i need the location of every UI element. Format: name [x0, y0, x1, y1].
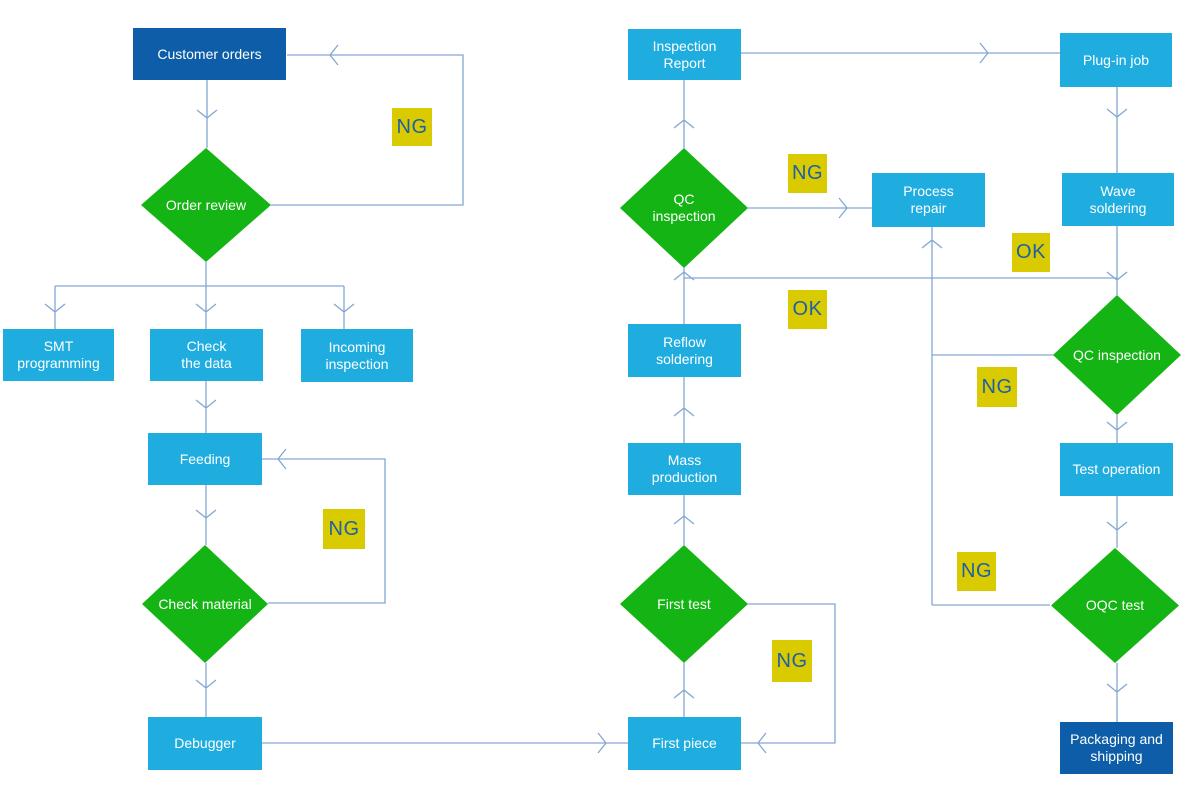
edge-mass-production-to-reflow-soldering — [673, 377, 695, 443]
edge-test-operation-to-oqc — [1106, 496, 1128, 548]
edge-customer-orders-to-order-review — [196, 80, 218, 148]
edge-qc-mid-to-inspection-report — [673, 80, 695, 148]
edge-label-ng-check-material: NG — [323, 509, 365, 549]
edge-order-review-ng-to-customer-orders — [271, 44, 464, 206]
edge-wave-soldering-to-qc-right — [1106, 226, 1128, 295]
edge-qc-mid-ng-to-process-repair — [748, 197, 872, 219]
edge-plug-in-job-to-wave-soldering — [1106, 87, 1128, 173]
edge-label-ng-qc-mid: NG — [788, 154, 827, 193]
node-check-the-data: Check the data — [150, 329, 263, 381]
edge-inspection-report-to-plug-in-job — [741, 42, 1060, 64]
edge-first-piece-to-first-test — [673, 663, 695, 717]
node-smt-programming: SMT programming — [3, 329, 114, 381]
edge-label-ng-order-review: NG — [392, 108, 432, 146]
edge-qc-right-to-test-operation — [1106, 415, 1128, 443]
edge-feeding-to-check-material — [195, 485, 217, 545]
node-packaging-shipping: Packaging and shipping — [1060, 722, 1173, 774]
node-feeding: Feeding — [148, 433, 262, 485]
node-wave-soldering: Wave soldering — [1062, 173, 1174, 226]
node-customer-orders: Customer orders — [133, 28, 286, 80]
node-first-piece: First piece — [628, 717, 741, 770]
edge-check-material-to-debugger — [195, 663, 217, 717]
edge-check-material-ng-to-feeding — [262, 448, 386, 604]
node-process-repair: Process repair — [872, 173, 985, 227]
node-reflow-soldering: Reflow soldering — [628, 324, 741, 377]
node-inspection-report: Inspection Report — [628, 29, 741, 80]
edge-label-ng-oqc: NG — [957, 552, 996, 591]
node-plug-in-job: Plug-in job — [1060, 33, 1172, 87]
node-test-operation: Test operation — [1060, 443, 1173, 496]
edge-debugger-to-first-piece — [262, 732, 628, 754]
edge-order-review-to-branches — [44, 262, 355, 329]
edge-label-ng-first-test: NG — [772, 640, 812, 682]
edge-repair-feed-line — [921, 227, 943, 605]
edge-label-ng-qc-right: NG — [977, 367, 1017, 407]
node-incoming-inspection: Incoming inspection — [301, 329, 413, 382]
edge-check-the-data-to-feeding — [195, 381, 217, 433]
edge-first-test-to-mass-production — [673, 495, 695, 545]
edge-oqc-to-packaging — [1106, 663, 1128, 722]
edge-reflow-soldering-to-qc-mid — [673, 268, 695, 324]
node-debugger: Debugger — [148, 717, 262, 770]
edge-first-test-ng-to-first-piece — [741, 603, 836, 754]
edge-label-ok-mid: OK — [788, 290, 827, 329]
node-mass-production: Mass production — [628, 443, 741, 495]
edge-label-ok-right: OK — [1012, 233, 1050, 272]
